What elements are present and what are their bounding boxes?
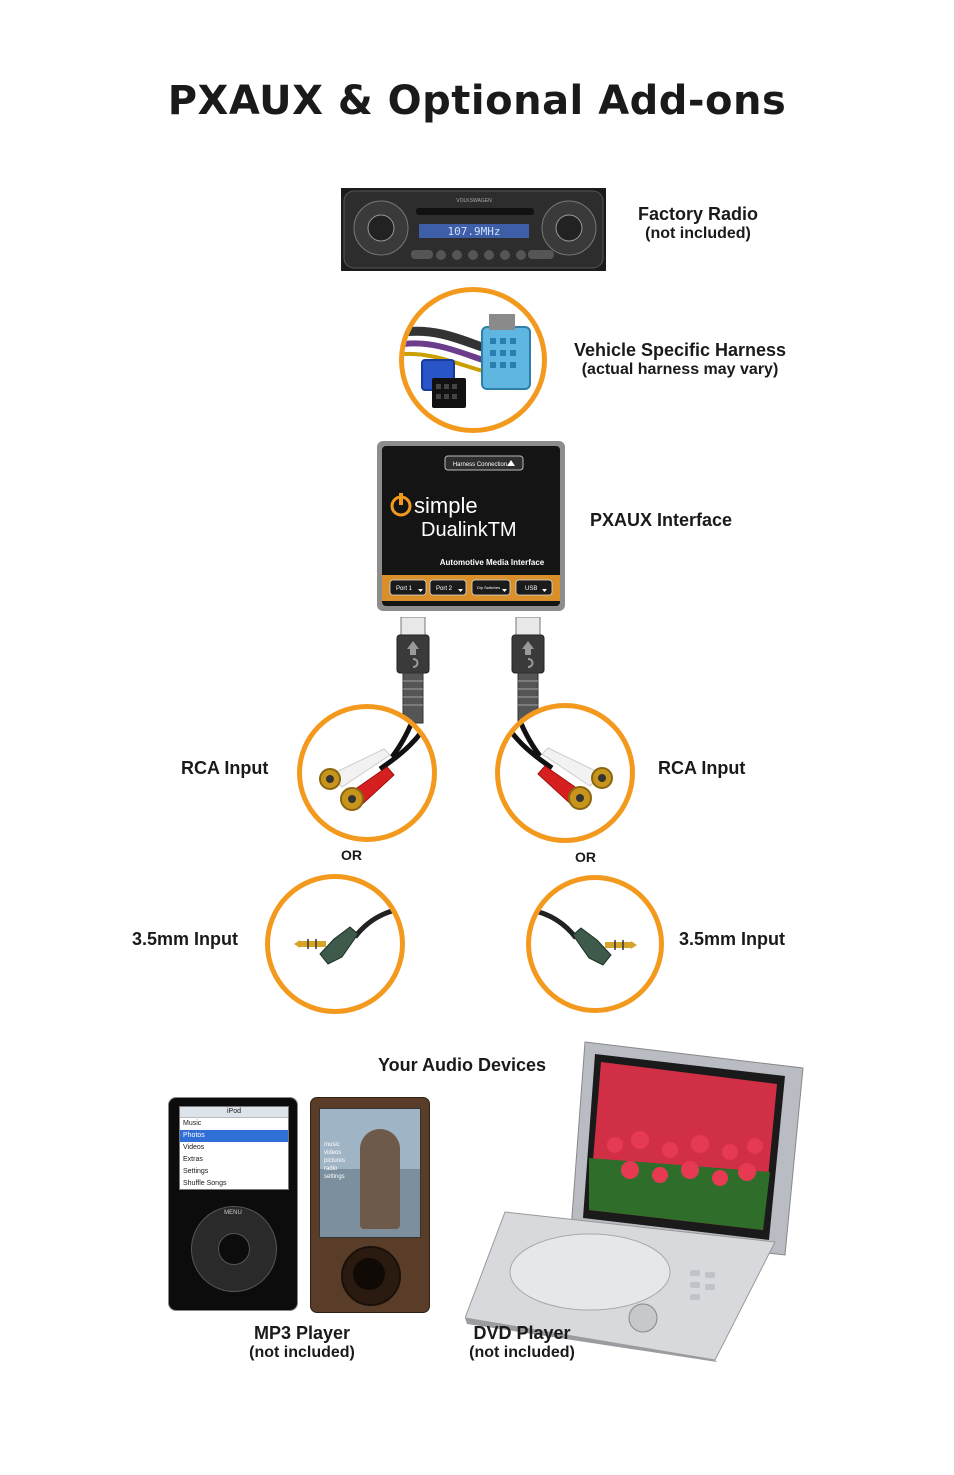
factory-radio-note: (not included) <box>645 225 751 242</box>
interface-top-tab: Harness Connection <box>453 462 507 468</box>
mp3-player-label: MP3 Player <box>253 1323 351 1343</box>
left-rca-label: RCA Input <box>181 758 269 778</box>
right-or-label: OR <box>575 849 596 865</box>
zune-menu-item: pictures <box>324 1158 346 1164</box>
ipod-menu-item: Shuffle Songs <box>183 1180 227 1187</box>
right-rca-image <box>495 703 635 843</box>
harness-note: (actual harness may vary) <box>581 361 779 378</box>
zune-menu-item: radio <box>324 1166 338 1172</box>
ipod-menu-item: Videos <box>183 1144 205 1151</box>
interface-brand-line2: DualinkTM <box>421 519 517 541</box>
dvd-player-label: DVD Player <box>473 1323 571 1343</box>
left-or-label: OR <box>341 847 362 863</box>
pxaux-interface-label: PXAUX Interface <box>590 510 733 530</box>
harness-image <box>399 287 547 433</box>
factory-radio-image: 107.9MHz VOLKSWAGEN <box>341 188 606 271</box>
page-title: PXAUX & Optional Add-ons <box>167 78 787 124</box>
interface-brand-line1: simple <box>414 493 478 518</box>
ipod-image: iPod Music Photos Videos Extras Settings… <box>168 1097 298 1311</box>
radio-display: 107.9MHz <box>448 225 501 238</box>
left-35mm-label: 3.5mm Input <box>132 929 239 949</box>
port-2-label: Port 2 <box>436 586 453 592</box>
mp3-player-note: (not included) <box>249 1344 355 1361</box>
ipod-menu-item: Settings <box>183 1168 209 1175</box>
pxaux-interface-box: Harness Connection simple DualinkTM Auto… <box>377 441 565 611</box>
ipod-menu-item: Photos <box>180 1130 288 1142</box>
dvd-player-image <box>464 1040 805 1362</box>
zune-image: music videos pictures radio settings <box>310 1097 430 1313</box>
right-rca-label: RCA Input <box>658 758 746 778</box>
usb-port-label: USB <box>525 586 537 592</box>
devices-heading: Your Audio Devices <box>378 1055 547 1075</box>
ipod-screen-header: iPod <box>180 1107 288 1118</box>
harness-label: Vehicle Specific Harness <box>573 340 787 360</box>
port-1-label: Port 1 <box>396 586 413 592</box>
zune-menu-item: music <box>324 1142 340 1148</box>
factory-radio-label: Factory Radio <box>637 204 759 224</box>
zune-menu-item: videos <box>324 1150 342 1156</box>
ipod-wheel-menu: MENU <box>224 1210 242 1216</box>
left-cable-connector <box>393 616 433 727</box>
radio-brand: VOLKSWAGEN <box>456 198 492 204</box>
dip-switch-label: Dip Switches <box>477 585 500 590</box>
right-35mm-label: 3.5mm Input <box>679 929 786 949</box>
zune-menu-item: settings <box>324 1174 345 1180</box>
ipod-menu-item: Music <box>183 1120 202 1127</box>
interface-tagline: Automotive Media Interface <box>440 558 545 567</box>
dvd-player-note: (not included) <box>469 1344 575 1361</box>
left-35mm-image <box>265 874 405 1014</box>
right-35mm-image <box>526 875 664 1013</box>
left-rca-image <box>297 704 437 842</box>
ipod-menu-item: Extras <box>183 1156 203 1163</box>
